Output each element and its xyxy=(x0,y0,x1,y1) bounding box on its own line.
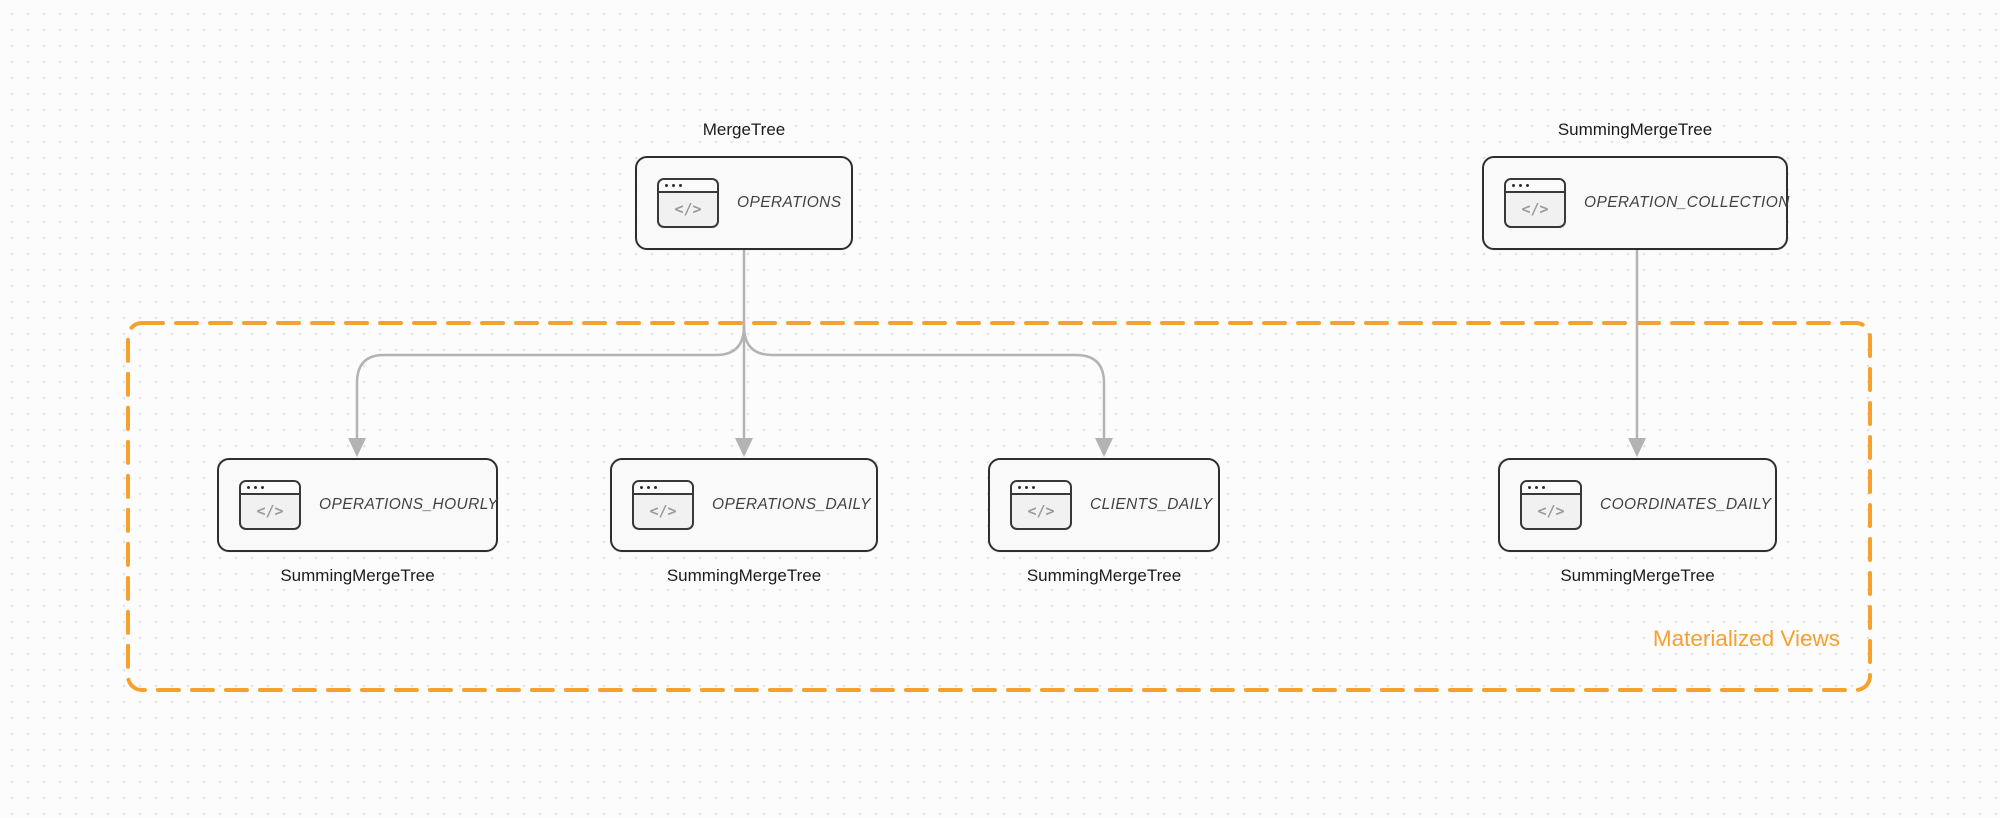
node-title: CLIENTS_DAILY xyxy=(1090,496,1213,513)
engine-label: MergeTree xyxy=(702,120,786,139)
node-clients-daily: </> CLIENTS_DAILY SummingMergeTree xyxy=(988,458,1220,588)
edge-operation-collection-to-coordinates-daily xyxy=(1628,249,1646,457)
table-node-operations[interactable]: </> OPERATIONS xyxy=(635,156,853,250)
table-node-operations-daily[interactable]: </> OPERATIONS_DAILY xyxy=(610,458,878,552)
table-node-clients-daily[interactable]: </> CLIENTS_DAILY xyxy=(988,458,1220,552)
code-window-icon: </> xyxy=(1520,480,1582,530)
node-coordinates-daily: </> COORDINATES_DAILY SummingMergeTree xyxy=(1498,458,1777,588)
edge-operations-to-operations-hourly xyxy=(348,324,746,457)
node-operations: MergeTree </> OPERATIONS xyxy=(635,118,853,250)
node-operations-hourly: </> OPERATIONS_HOURLY SummingMergeTree xyxy=(217,458,498,588)
edge-operations-to-clients-daily xyxy=(742,324,1113,457)
node-title: OPERATIONS_HOURLY xyxy=(319,496,499,513)
node-title: COORDINATES_DAILY xyxy=(1600,496,1772,513)
code-window-icon: </> xyxy=(632,480,694,530)
node-operation-collection: SummingMergeTree </> OPERATION_COLLECTIO… xyxy=(1482,118,1790,250)
engine-label: SummingMergeTree xyxy=(280,566,435,585)
node-title: OPERATION_COLLECTION xyxy=(1584,194,1790,211)
node-title: OPERATIONS_DAILY xyxy=(712,496,871,513)
materialized-views-label: Materialized Views xyxy=(1652,626,1840,651)
table-node-operations-hourly[interactable]: </> OPERATIONS_HOURLY xyxy=(217,458,498,552)
edge-operations-to-operations-daily xyxy=(735,249,753,457)
code-window-icon: </> xyxy=(1010,480,1072,530)
code-window-icon: </> xyxy=(239,480,301,530)
engine-label: SummingMergeTree xyxy=(1560,566,1715,585)
engine-label: SummingMergeTree xyxy=(1557,120,1713,139)
node-title: OPERATIONS xyxy=(737,194,842,211)
code-window-icon: </> xyxy=(657,178,719,228)
engine-label: SummingMergeTree xyxy=(666,566,822,585)
table-node-coordinates-daily[interactable]: </> COORDINATES_DAILY xyxy=(1498,458,1777,552)
node-operations-daily: </> OPERATIONS_DAILY SummingMergeTree xyxy=(610,458,878,588)
table-node-operation-collection[interactable]: </> OPERATION_COLLECTION xyxy=(1482,156,1790,250)
engine-label: SummingMergeTree xyxy=(1026,566,1182,585)
code-window-icon: </> xyxy=(1504,178,1566,228)
